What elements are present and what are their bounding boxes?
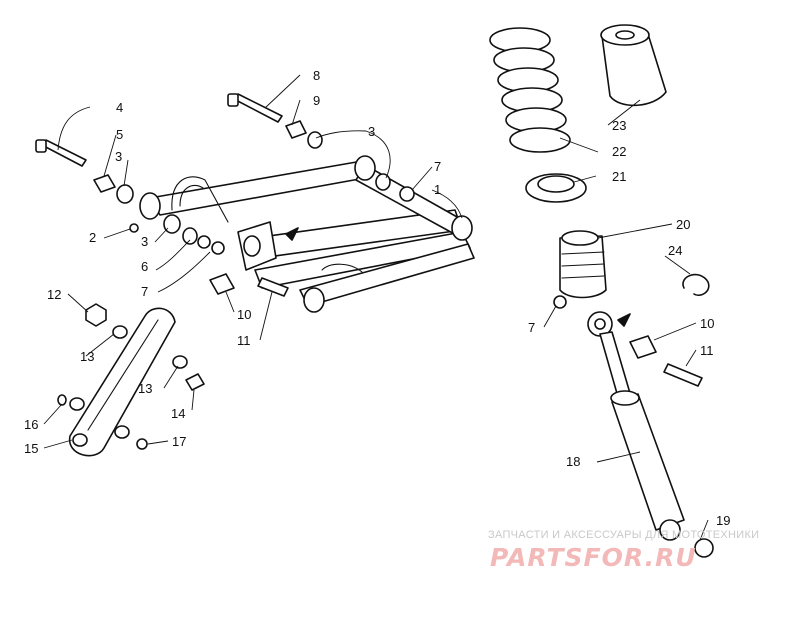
- sleeve-10-left: [209, 273, 235, 295]
- a-arm-bracket-hole: [243, 235, 261, 257]
- callout-3-b: 3: [141, 234, 148, 249]
- callout-numbers: 1 2 3 3 3 4 5 6 7 7 7 8 9 10 10 11 11 12…: [24, 68, 730, 528]
- nut-7-b: [211, 241, 225, 255]
- callout-10-b: 10: [700, 316, 714, 331]
- callout-16: 16: [24, 417, 38, 432]
- a-arm-bushing-right: [354, 155, 376, 181]
- callout-14: 14: [171, 406, 185, 421]
- grease-fitting-2: [129, 223, 139, 233]
- bushing-3-d: [375, 173, 391, 191]
- callout-12: 12: [47, 287, 61, 302]
- bump-stop-20: [559, 230, 607, 299]
- arrow-marker-right: [617, 313, 631, 327]
- washer-13-c: [69, 397, 85, 411]
- callout-19: 19: [716, 513, 730, 528]
- callout-11-b: 11: [700, 343, 714, 358]
- washer-13-d: [114, 425, 130, 439]
- bolt-4: [39, 139, 87, 167]
- callout-7-b: 7: [434, 159, 441, 174]
- nut-7-shock: [553, 295, 567, 309]
- leader-lines: [43, 74, 709, 541]
- shock-lower-eye: [659, 519, 681, 541]
- sleeve-10-right: [629, 335, 657, 359]
- bolt-11-left: [257, 277, 289, 297]
- callout-18: 18: [566, 454, 580, 469]
- washer-13-b: [172, 355, 188, 369]
- callout-13-a: 13: [80, 349, 94, 364]
- sleeve-5: [93, 174, 116, 193]
- callout-15: 15: [24, 441, 38, 456]
- callout-7-c: 7: [528, 320, 535, 335]
- callout-9: 9: [313, 93, 320, 108]
- callout-21: 21: [612, 169, 626, 184]
- callout-24: 24: [668, 243, 682, 258]
- callout-4: 4: [116, 100, 123, 115]
- spring-22: [489, 27, 571, 153]
- watermark-caption: ЗАПЧАСТИ И АКСЕССУАРЫ ДЛЯ МОТОТЕХНИКИ: [488, 529, 759, 541]
- callout-2: 2: [89, 230, 96, 245]
- a-arm-bushing-rear: [451, 215, 473, 241]
- boot-23: [600, 24, 667, 107]
- bolt-4-head: [35, 139, 47, 153]
- callout-22: 22: [612, 144, 626, 159]
- link-plate-15: [69, 307, 176, 457]
- callout-7-a: 7: [141, 284, 148, 299]
- callout-13-b: 13: [138, 381, 152, 396]
- link-plate-assembly: [57, 303, 205, 457]
- callout-17: 17: [172, 434, 186, 449]
- a-arm-loop: [171, 176, 229, 223]
- shock-body-top: [610, 390, 640, 406]
- callout-8: 8: [313, 68, 320, 83]
- watermark-logo: PARTSFOR.RU: [490, 543, 697, 572]
- callout-5: 5: [116, 127, 123, 142]
- sleeve-9: [285, 120, 307, 139]
- washer-13-a: [112, 325, 128, 339]
- bolt-8: [231, 93, 283, 123]
- shock-assembly: [489, 24, 714, 558]
- a-arm-rear-hook: [321, 263, 363, 273]
- callout-6: 6: [141, 259, 148, 274]
- callout-1: 1: [434, 182, 441, 197]
- nut-7-a: [197, 235, 211, 249]
- top-hardware: [227, 93, 415, 202]
- callout-11-a: 11: [237, 333, 251, 348]
- spring-seat-21: [525, 173, 587, 203]
- nut-12: [85, 303, 107, 327]
- a-arm-bushing-lower: [303, 287, 325, 313]
- bushing-3-a: [116, 184, 134, 204]
- nut-17: [136, 438, 148, 450]
- bushing-3-c: [307, 131, 323, 149]
- a-arm-bushing-left: [139, 192, 161, 220]
- shock-upper-eye-hole: [594, 318, 606, 330]
- callout-3-c: 3: [368, 124, 375, 139]
- a-arm-loop-inner: [179, 184, 204, 207]
- callout-23: 23: [612, 118, 626, 133]
- arrow-marker-left: [285, 227, 299, 241]
- bolt-8-head: [227, 93, 239, 107]
- watermark: ЗАПЧАСТИ И АКСЕССУАРЫ ДЛЯ МОТОТЕХНИКИ PA…: [488, 529, 759, 572]
- bushing-19: [694, 538, 714, 558]
- shock-body-18: [611, 393, 685, 531]
- washer-6: [182, 227, 198, 245]
- left-hardware: [35, 139, 289, 297]
- link-plate-ridge: [87, 319, 159, 431]
- callout-10-a: 10: [237, 307, 251, 322]
- link-plate-hole-bottom: [72, 433, 88, 447]
- nut-7-c: [399, 186, 415, 202]
- clip-24: [682, 273, 710, 297]
- pin-16: [57, 394, 67, 406]
- clip-14: [185, 373, 205, 391]
- callout-20: 20: [676, 217, 690, 232]
- bolt-11-right: [663, 363, 703, 387]
- callout-3-a: 3: [115, 149, 122, 164]
- a-arm-front-tube: [149, 159, 377, 216]
